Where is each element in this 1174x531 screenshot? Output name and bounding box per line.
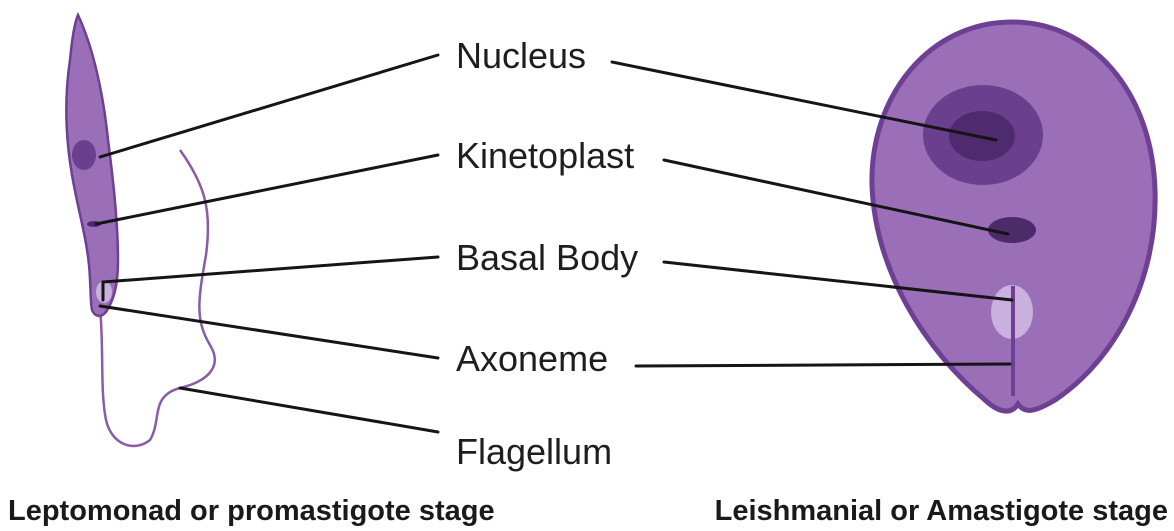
- label-nucleus: Nucleus: [456, 35, 586, 76]
- label-basal-body: Basal Body: [456, 237, 638, 278]
- leader-kinetoplast-left: [96, 155, 438, 224]
- leader-axoneme-right: [636, 364, 1010, 366]
- leader-axoneme-left: [100, 306, 438, 358]
- promastigote-nucleus: [72, 140, 96, 170]
- label-kinetoplast: Kinetoplast: [456, 135, 634, 176]
- leader-flagellum: [180, 388, 438, 432]
- caption-promastigote: Leptomonad or promastigote stage: [8, 495, 495, 527]
- promastigote-cell: [66, 15, 214, 446]
- promastigote-flagellum: [100, 150, 215, 446]
- amastigote-cell: [872, 22, 1155, 411]
- leader-basal-body-left: [103, 257, 438, 282]
- caption-amastigote: Leishmanial or Amastigote stage: [715, 495, 1168, 527]
- label-axoneme: Axoneme: [456, 338, 608, 379]
- leader-nucleus-left: [100, 55, 438, 157]
- label-flagellum: Flagellum: [456, 431, 612, 472]
